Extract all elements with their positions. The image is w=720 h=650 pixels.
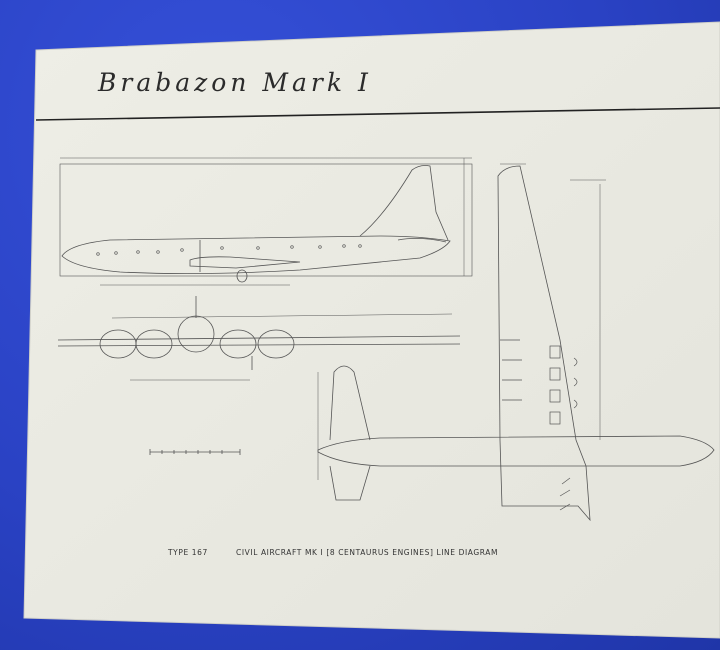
front-wing xyxy=(57,335,461,341)
plan-tailplane xyxy=(329,365,371,441)
header-rule xyxy=(35,107,720,121)
scale-bar xyxy=(149,449,241,455)
paper-sheet xyxy=(23,21,720,639)
side-view xyxy=(59,157,473,286)
side-windows xyxy=(96,244,362,256)
caption-description: CIVIL AIRCRAFT MK I [8 CENTAURUS ENGINES… xyxy=(236,548,499,557)
caption-type: TYPE 167 xyxy=(168,548,208,557)
page-title: Brabazon Mark I xyxy=(98,68,372,97)
front-engines xyxy=(99,329,295,359)
side-tail-fin xyxy=(359,165,449,241)
plan-engines xyxy=(549,345,578,511)
plan-wing xyxy=(497,165,591,522)
line-diagram xyxy=(57,157,715,522)
side-fuselage xyxy=(61,235,451,274)
plan-fuselage xyxy=(317,435,715,467)
plan-view xyxy=(317,163,715,522)
front-view xyxy=(57,296,461,381)
